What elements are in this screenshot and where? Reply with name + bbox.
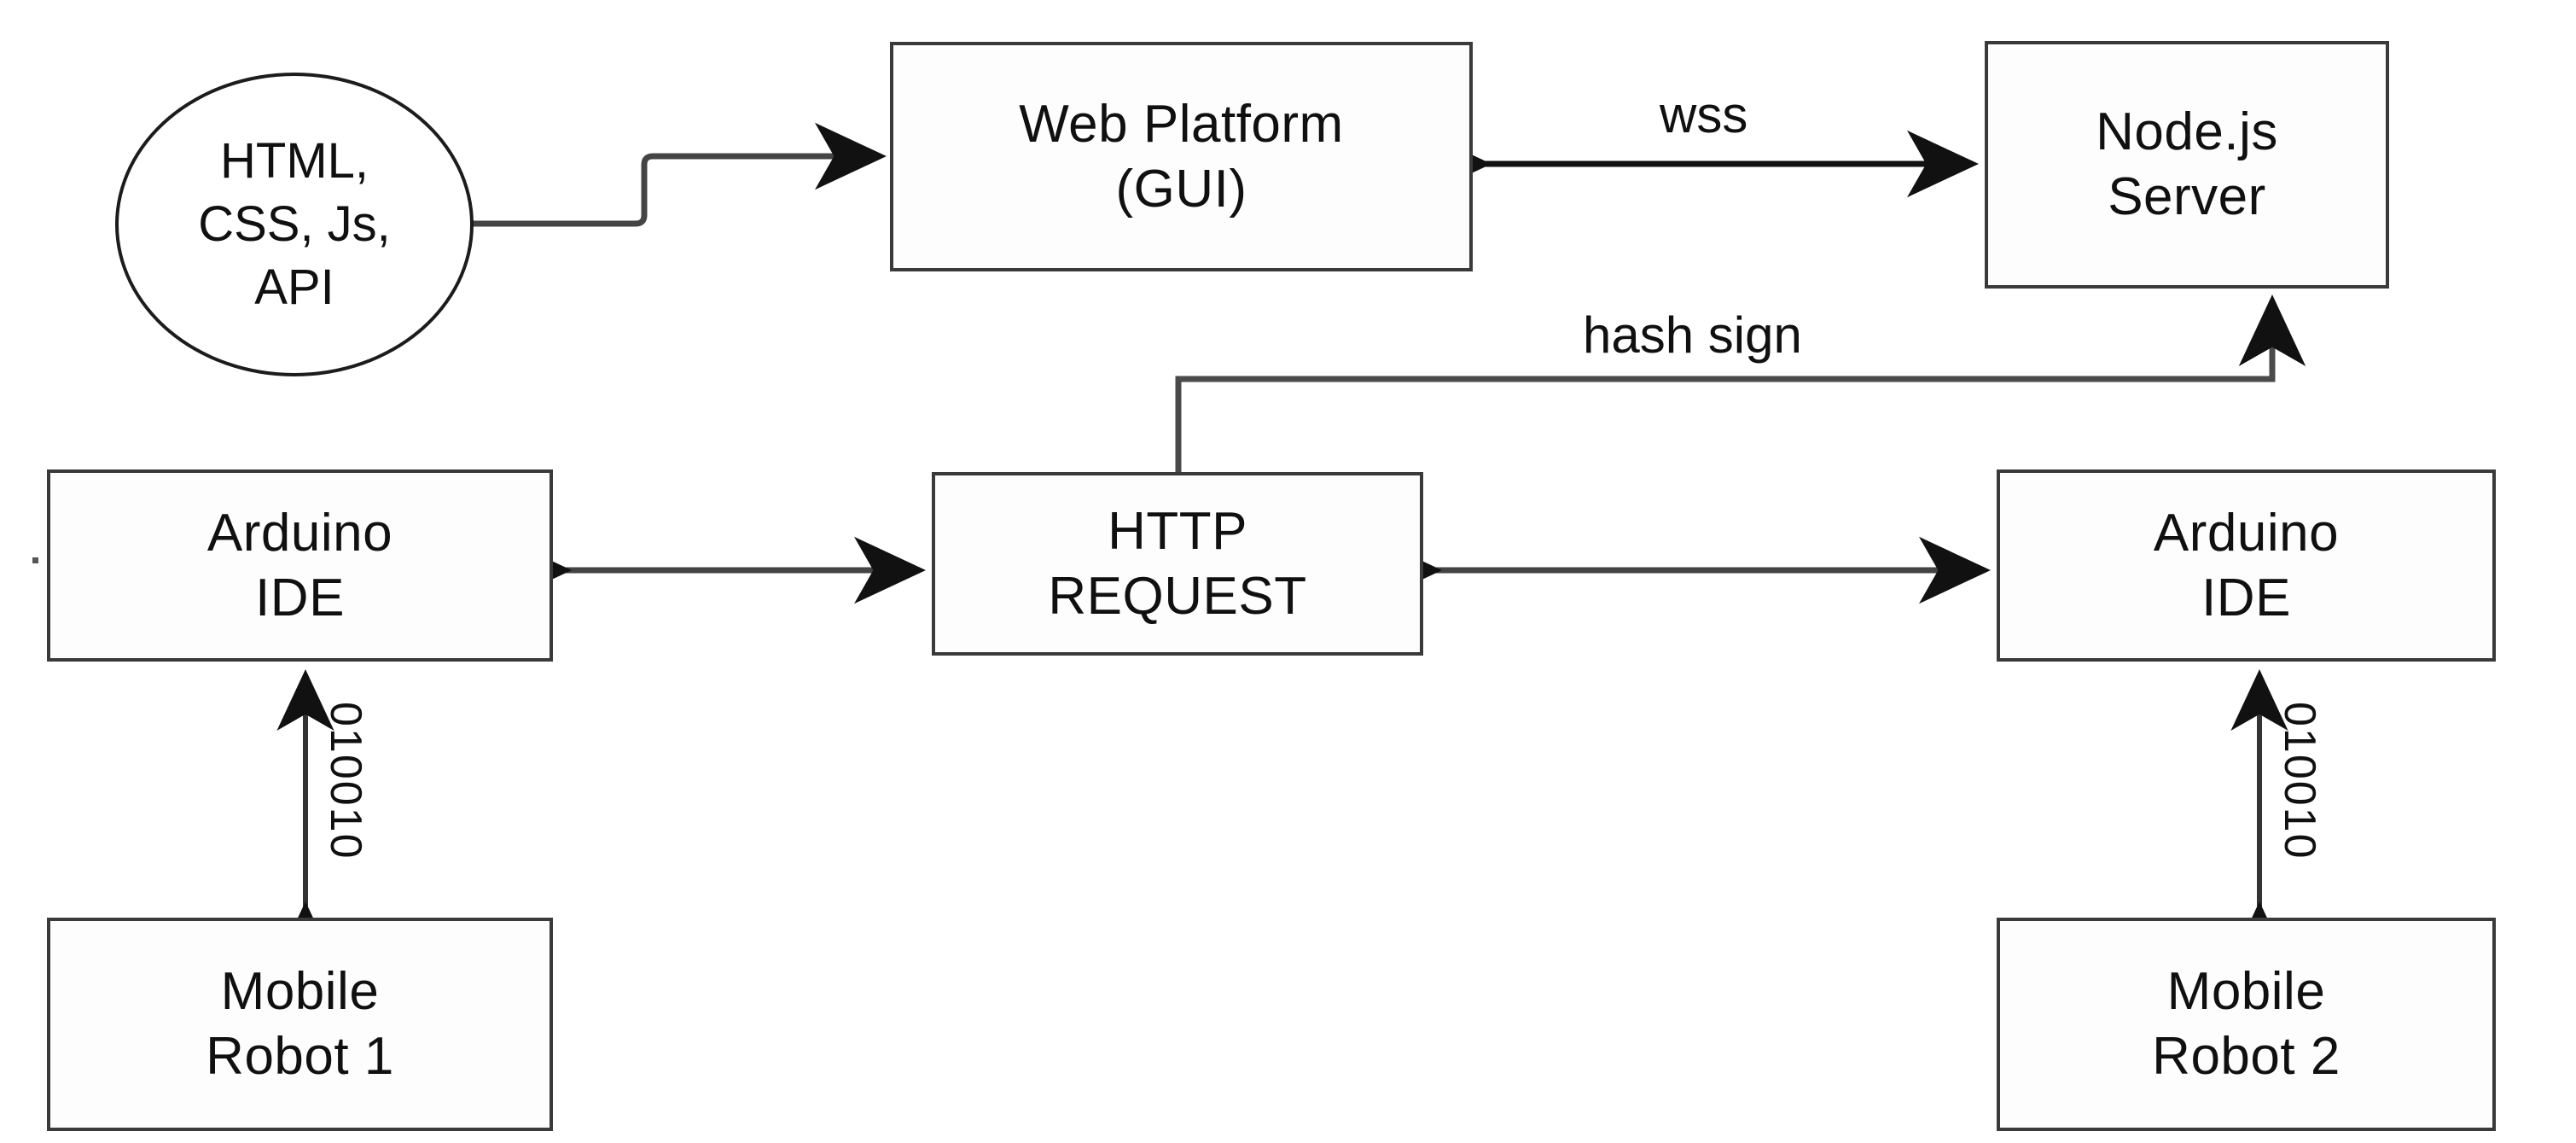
- node-nodejs-server-line-2: Server: [2108, 167, 2266, 226]
- node-arduino-ide-left-line-2: IDE: [255, 568, 345, 627]
- node-web-stack-line-2: CSS, Js,: [198, 195, 391, 252]
- node-mobile-robot-2[interactable]: Mobile Robot 2: [1997, 918, 2496, 1131]
- edge-label-hash-sign: hash sign: [1583, 306, 1802, 364]
- edge-label-binary-left: 010010: [321, 702, 370, 860]
- node-nodejs-server-line-1: Node.js: [2096, 102, 2278, 162]
- node-nodejs-server[interactable]: Node.js Server: [1985, 41, 2389, 289]
- edge-label-binary-right: 010010: [2275, 702, 2324, 860]
- edge-stack-to-platform: [468, 122, 887, 227]
- node-web-platform-line-1: Web Platform: [1019, 94, 1344, 154]
- node-web-stack[interactable]: HTML, CSS, Js, API: [115, 73, 474, 376]
- edge-label-wss: wss: [1660, 86, 1748, 143]
- node-web-stack-line-3: API: [254, 260, 334, 316]
- node-http-request-line-1: HTTP: [1108, 501, 1247, 561]
- node-arduino-ide-right-line-1: Arduino: [2153, 503, 2340, 563]
- node-mobile-robot-1[interactable]: Mobile Robot 1: [47, 918, 553, 1131]
- node-web-stack-line-1: HTML,: [220, 132, 369, 189]
- node-web-platform-line-2: (GUI): [1115, 159, 1247, 219]
- node-web-platform[interactable]: Web Platform (GUI): [890, 42, 1473, 271]
- node-arduino-ide-right[interactable]: Arduino IDE: [1997, 469, 2496, 662]
- node-mobile-robot-1-line-1: Mobile: [220, 962, 380, 1022]
- node-mobile-robot-2-line-2: Robot 2: [2152, 1027, 2340, 1086]
- node-http-request[interactable]: HTTP REQUEST: [932, 472, 1423, 656]
- scan-artifact-dot: [32, 557, 38, 563]
- node-arduino-ide-left[interactable]: Arduino IDE: [47, 469, 553, 662]
- node-arduino-ide-right-line-2: IDE: [2201, 568, 2291, 627]
- node-mobile-robot-2-line-1: Mobile: [2166, 962, 2326, 1022]
- node-arduino-ide-left-line-1: Arduino: [206, 503, 393, 563]
- node-mobile-robot-1-line-2: Robot 1: [206, 1027, 394, 1086]
- node-http-request-line-2: REQUEST: [1048, 566, 1307, 626]
